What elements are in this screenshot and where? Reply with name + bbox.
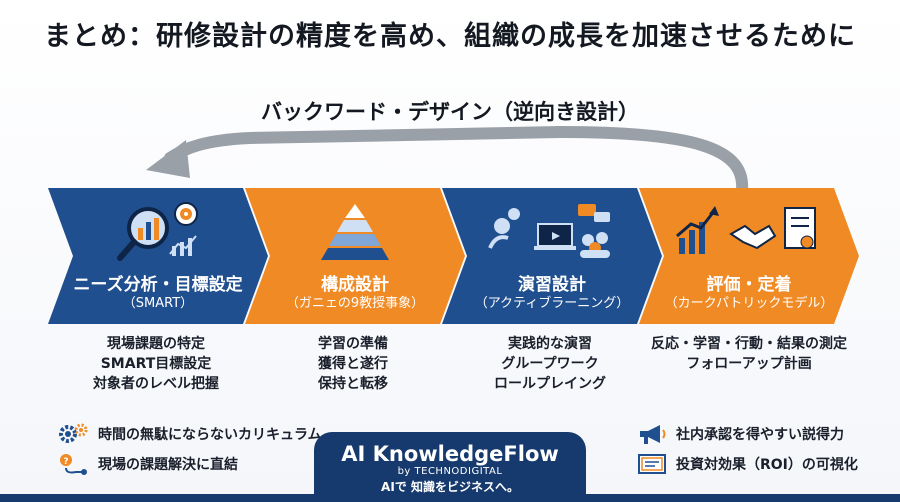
stage-sub: （ガニェの9教授事象）: [285, 296, 425, 311]
list-item: 学習の準備: [318, 336, 388, 352]
list-item: 獲得と遂行: [318, 356, 388, 372]
list-item: 実践的な演習: [508, 336, 592, 352]
stage-sub: （カークパトリックモデル）: [664, 296, 834, 311]
benefit-text: 社内承認を得やすい説得力: [676, 427, 844, 443]
list-item: フォローアップ計画: [686, 356, 812, 372]
pyramid-icon: [321, 204, 389, 260]
stage-name: 評価・定着: [706, 275, 792, 295]
list-item: 現場課題の特定: [107, 336, 205, 352]
benefit-text: 時間の無駄にならないカリキュラム: [98, 427, 322, 443]
benefit-text: 投資対効果（ROI）の可視化: [676, 457, 858, 473]
list-item: グループワーク: [501, 356, 599, 372]
brand-tagline: AIで 知識をビジネスへ。: [381, 480, 519, 494]
benefit-text: 現場の課題解決に直結: [98, 457, 238, 473]
page-title: まとめ：研修設計の精度を高め、組織の成長を加速させるために: [44, 21, 856, 52]
stage-items-needs: 現場課題の特定 SMART目標設定 対象者のレベル把握: [56, 334, 256, 394]
benefit-right-1: 社内承認を得やすい説得力: [636, 422, 844, 446]
stage-needs-analysis: ニーズ分析・目標設定 （SMART）: [48, 188, 268, 324]
stage-name: 構成設計: [321, 275, 389, 295]
stage-sub: （アクティブラーニング）: [474, 296, 630, 311]
svg-text:?: ?: [63, 457, 68, 467]
gears-icon: [59, 423, 88, 443]
stage-items-evaluation: 反応・学習・行動・結果の測定 フォローアップ計画: [642, 334, 856, 374]
brand-by: by TECHNODIGITAL: [397, 466, 503, 477]
backward-design-arrow: [146, 125, 749, 196]
magnifier-chart-icon: [117, 202, 198, 261]
benefit-left-2: ? 現場の課題解決に直結: [58, 452, 238, 476]
list-item: ロールプレイング: [494, 376, 606, 392]
benefit-right-2: 投資対効果（ROI）の可視化: [636, 452, 858, 476]
stage-items-exercise: 実践的な演習 グループワーク ロールプレイング: [450, 334, 650, 394]
list-item: SMART目標設定: [100, 356, 212, 372]
benefit-left-1: 時間の無駄にならないカリキュラム: [58, 422, 322, 446]
list-item: 反応・学習・行動・結果の測定: [651, 336, 847, 352]
list-item: 対象者のレベル把握: [93, 376, 219, 392]
stage-items-structure: 学習の準備 獲得と遂行 保持と転移: [253, 334, 453, 394]
stage-exercise-design: 演習設計 （アクティブラーニング）: [442, 188, 662, 324]
stage-evaluation: 評価・定着 （カークパトリックモデル）: [639, 188, 859, 324]
stage-name: ニーズ分析・目標設定: [73, 275, 243, 295]
backward-design-label: バックワード・デザイン（逆向き設計）: [261, 100, 639, 124]
growth-handshake-certificate-icon: [676, 206, 816, 254]
stage-name: 演習設計: [518, 275, 586, 295]
problem-solving-icon: ?: [60, 454, 87, 475]
stage-structure-design: 構成設計 （ガニェの9教授事象）: [245, 188, 465, 324]
collaboration-icon: [488, 204, 610, 258]
megaphone-icon: [640, 425, 666, 444]
brand-name: AI KnowledgeFlow: [341, 442, 559, 466]
list-item: 保持と転移: [318, 376, 388, 392]
brand-block: AI KnowledgeFlow by TECHNODIGITAL AIで 知識…: [314, 432, 586, 502]
certificate-icon: [638, 454, 666, 474]
stage-sub: （SMART）: [122, 296, 194, 311]
